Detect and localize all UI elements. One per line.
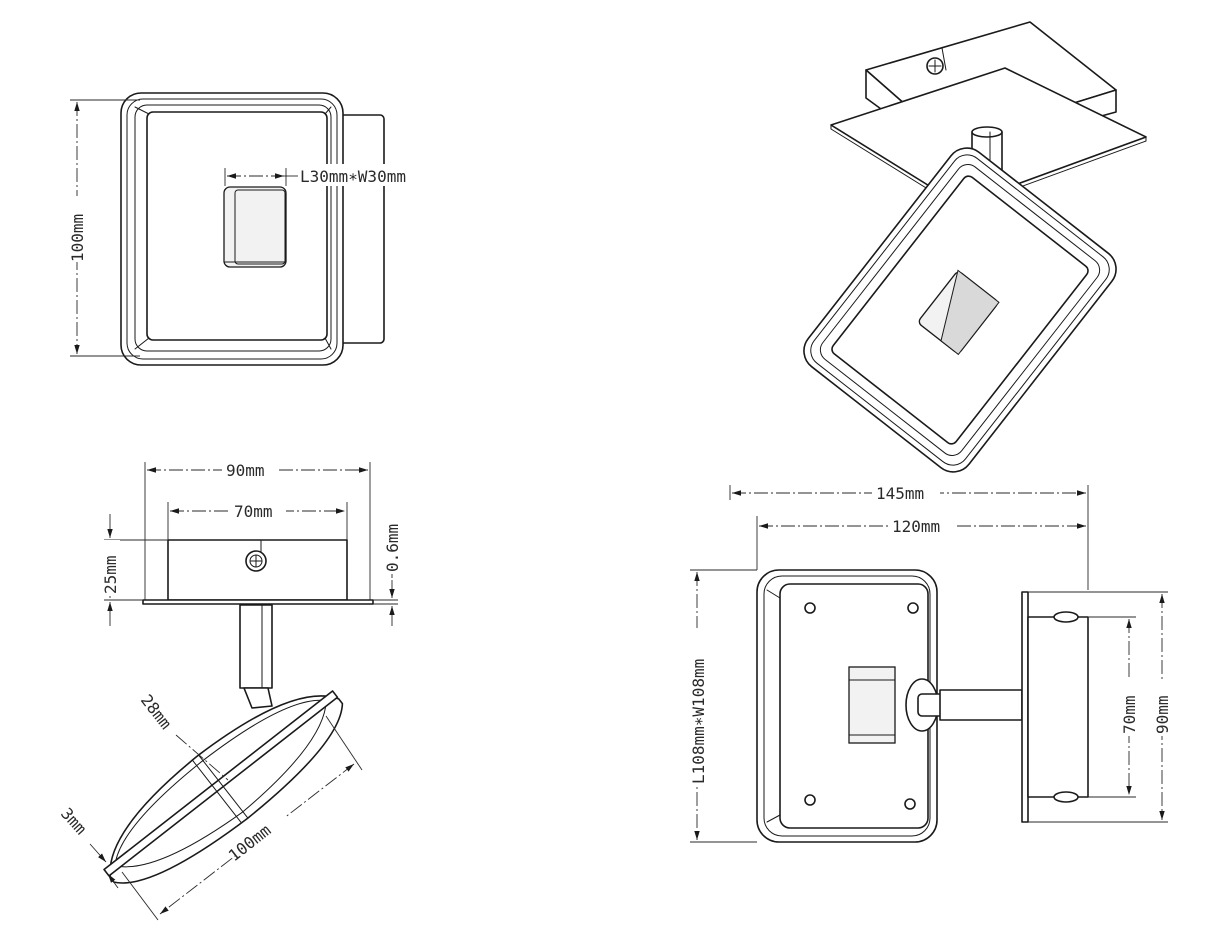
side-view-plate bbox=[142, 599, 374, 605]
rear-view-hole bbox=[804, 602, 816, 614]
rear-view-led-module bbox=[848, 666, 896, 744]
rear-view-base bbox=[1027, 616, 1089, 798]
rear-view-hole bbox=[804, 794, 816, 806]
rear-view-hole bbox=[904, 798, 916, 810]
dim-led-size: L30mm∗W30mm bbox=[300, 167, 406, 186]
dim-total-depth: 145mm bbox=[876, 484, 924, 503]
dim-base-width: 70mm bbox=[234, 502, 273, 521]
front-view: 100mm L30mm∗W30mm bbox=[67, 92, 440, 366]
rear-view: 145mm 120mm L108mm∗ bbox=[687, 483, 1172, 843]
dim-side-width: 90mm bbox=[226, 461, 265, 480]
rear-view-hole bbox=[907, 602, 919, 614]
dim-head-depth-rear: 120mm bbox=[892, 517, 940, 536]
rear-view-arm bbox=[939, 689, 1023, 721]
front-view-led-module bbox=[223, 186, 287, 268]
dim-plate-thickness: 0.6mm bbox=[383, 524, 402, 572]
dim-front-height: 100mm bbox=[68, 214, 87, 262]
dim-head-size: L108mm∗W108mm bbox=[689, 659, 708, 784]
rear-view-plate bbox=[1021, 591, 1029, 823]
side-view-stem bbox=[239, 604, 273, 689]
dim-mount-outer: 90mm bbox=[1153, 695, 1172, 734]
dim-mount-inner: 70mm bbox=[1120, 695, 1139, 734]
dim-base-height: 25mm bbox=[101, 555, 120, 594]
perspective-view bbox=[803, 21, 1147, 473]
side-view: 90mm 70mm 25mm 0.6mm bbox=[53, 460, 402, 921]
